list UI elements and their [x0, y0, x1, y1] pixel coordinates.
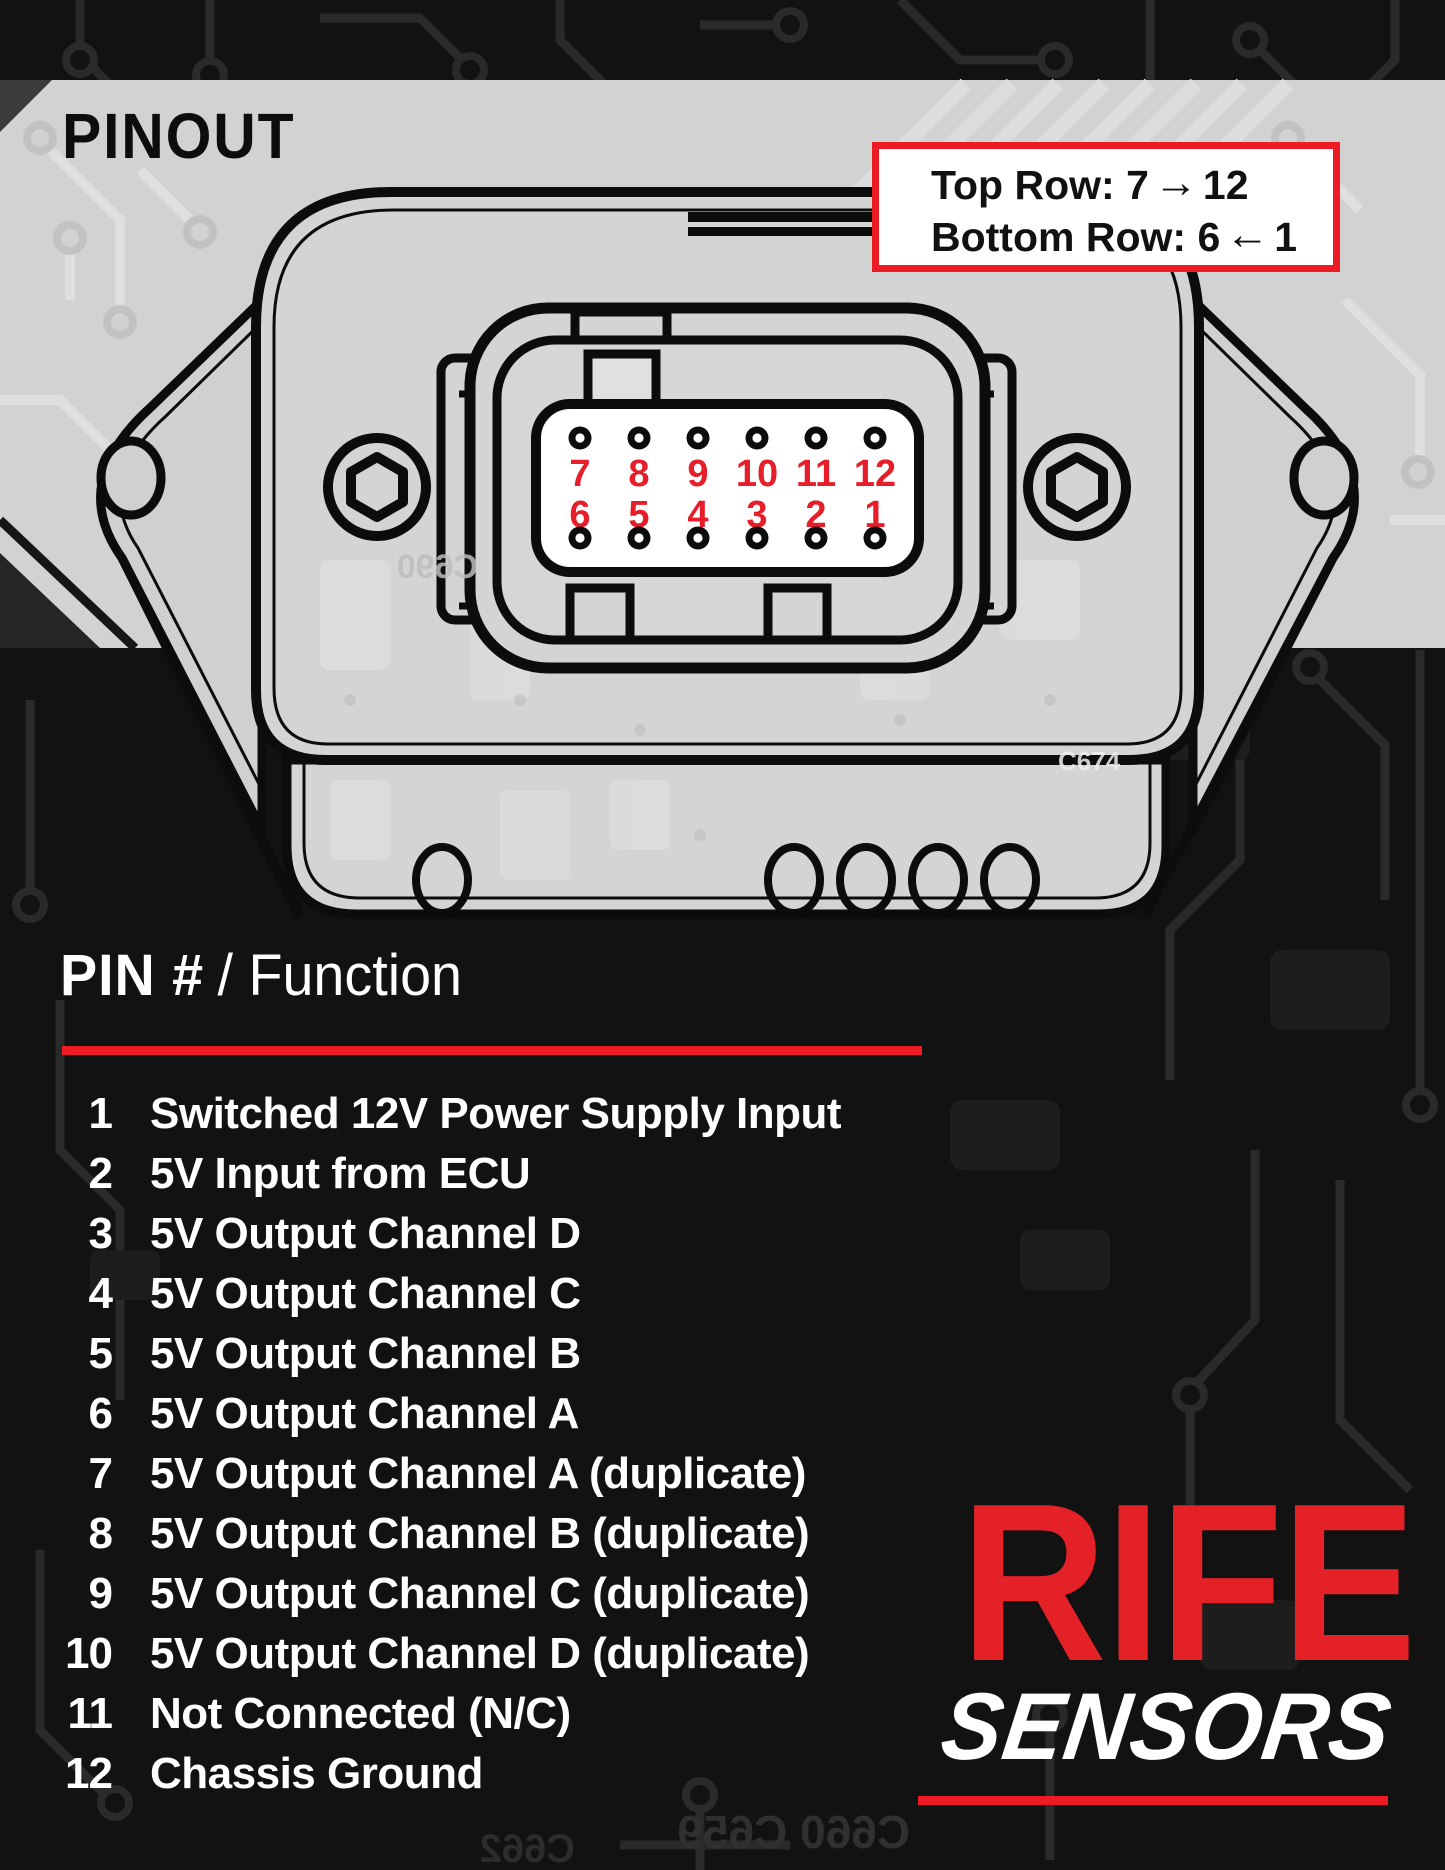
pin-row: 8 5V Output Channel B (duplicate): [60, 1506, 960, 1566]
left-flange: [96, 295, 305, 919]
bottom-row-from: 6: [1197, 214, 1221, 260]
left-hex-bolt: [323, 433, 431, 541]
silkscreen-c660-c659: C660 C659: [677, 1806, 910, 1858]
heading-underline: [62, 1046, 922, 1055]
logo-underline: [918, 1796, 1388, 1805]
pin-row: 3 5V Output Channel D: [60, 1206, 960, 1266]
pin-number: 3: [88, 1209, 113, 1258]
silkscreen-c662: C662: [479, 1827, 575, 1870]
row-order-note-box: Top Row: 7→12 Bottom Row: 6←1: [872, 142, 1340, 272]
pin-number-1: 1: [864, 494, 885, 536]
pin-row: 5 5V Output Channel B: [60, 1326, 960, 1386]
pin-function-list: 1 Switched 12V Power Supply Input 2 5V Inp…: [60, 1086, 960, 1806]
logo-brand-text: RIFE: [960, 1456, 1417, 1708]
pin-numbers-top-row: 7 8 9 10 11 12: [569, 453, 896, 495]
bottom-row-to: 1: [1274, 214, 1298, 260]
silkscreen-labels: C690 C674 C660 C659 C662: [397, 548, 1121, 1870]
pin-number: 11: [67, 1689, 113, 1738]
connector-bottom-tab-right: [763, 583, 832, 645]
double-trace-bar: [688, 212, 872, 236]
pin-number: 8: [88, 1509, 113, 1558]
pin-row: 2 5V Input from ECU: [60, 1146, 960, 1206]
dark-circuit-traces: [25, 0, 1425, 1870]
pin-row: 6 5V Output Channel A: [60, 1386, 960, 1446]
connector-top-key-tab: [583, 349, 661, 411]
pin-function: 5V Output Channel A (duplicate): [150, 1449, 806, 1498]
top-row-from: 7: [1126, 162, 1149, 208]
silkscreen-c674: C674: [1058, 746, 1121, 776]
pin-function: 5V Output Channel D (duplicate): [150, 1629, 810, 1678]
pin-row: 7 5V Output Channel A (duplicate): [60, 1446, 960, 1506]
pin-number-6: 6: [569, 494, 590, 536]
band-dark-wedge-bottom-left: [0, 553, 100, 648]
pin-number-8: 8: [628, 453, 649, 495]
band-dark-wedge-top-left: [0, 80, 52, 132]
right-mount-hole: [1289, 436, 1359, 520]
pin-number: 7: [88, 1449, 113, 1498]
section-heading-light: / Function: [217, 943, 463, 1008]
pin-function: Not Connected (N/C): [150, 1689, 571, 1738]
pin-function: 5V Output Channel A: [150, 1389, 579, 1438]
top-row-note: Top Row: 7→12: [931, 158, 1333, 211]
pin-function: 5V Output Channel C: [150, 1269, 581, 1318]
logo-word-text: SENSORS: [935, 1674, 1398, 1780]
bottom-row-note: Bottom Row: 6←1: [931, 210, 1333, 263]
pin-number-3: 3: [746, 494, 767, 536]
pin-number-12: 12: [854, 453, 896, 495]
pin-number-7: 7: [569, 453, 590, 495]
pin-number-9: 9: [687, 453, 708, 495]
pin-row: 10 5V Output Channel D (duplicate): [60, 1626, 960, 1686]
top-row-label: Top Row:: [931, 162, 1115, 208]
pin-numbers-bottom-row: 6 5 4 3 2 1: [569, 494, 885, 536]
bottom-row-label: Bottom Row:: [931, 214, 1187, 260]
pin-number-4: 4: [687, 494, 708, 536]
pin-number: 2: [88, 1149, 113, 1198]
body-dot-texture: [344, 694, 1056, 841]
pin-function: 5V Input from ECU: [150, 1149, 531, 1198]
right-flange: [1141, 295, 1359, 919]
connector-bottom-tab-left: [565, 583, 635, 645]
pin-number: 1: [88, 1089, 113, 1138]
pin-number-5: 5: [628, 494, 649, 536]
pin-row: 11 Not Connected (N/C): [60, 1686, 960, 1746]
pin-row: 12 Chassis Ground: [60, 1746, 960, 1806]
pin-number-10: 10: [736, 453, 778, 495]
bottom-vent-holes: [412, 843, 1040, 917]
pin-sockets-bottom-row: [568, 526, 887, 550]
pin-number-11: 11: [796, 453, 836, 495]
section-heading: PIN #/ Function: [60, 944, 462, 1008]
top-row-to: 12: [1202, 162, 1249, 208]
pin-row: 9 5V Output Channel C (duplicate): [60, 1566, 960, 1626]
pin-number: 5: [88, 1329, 113, 1378]
pin-number: 9: [88, 1569, 113, 1618]
pin-number: 12: [65, 1749, 113, 1798]
brand-logo: RIFE SENSORS: [935, 1456, 1417, 1781]
left-arrow-icon: ←: [1225, 210, 1270, 259]
silkscreen-c690: C690: [397, 548, 478, 586]
page-title: PINOUT: [62, 100, 296, 172]
left-mount-hole: [96, 436, 166, 520]
right-arrow-icon: →: [1153, 158, 1198, 207]
pin-row: 4 5V Output Channel C: [60, 1266, 960, 1326]
pin-function: Switched 12V Power Supply Input: [150, 1089, 842, 1138]
right-hex-bolt: [1023, 433, 1131, 541]
pin-function: 5V Output Channel B: [150, 1329, 581, 1378]
pin-function: 5V Output Channel C (duplicate): [150, 1569, 810, 1618]
section-heading-strong: PIN #: [60, 943, 205, 1008]
pin-function: Chassis Ground: [150, 1749, 483, 1798]
pin-sockets-top-row: [568, 426, 887, 450]
pin-number: 10: [65, 1629, 113, 1678]
sensor-device: 7 8 9 10 11 12 6 5 4 3 2 1: [96, 187, 1359, 919]
pin-row: 1 Switched 12V Power Supply Input: [60, 1086, 960, 1146]
pin-number: 6: [88, 1389, 113, 1438]
pin-number-2: 2: [805, 494, 826, 536]
pin-number: 4: [88, 1269, 113, 1318]
pin-function: 5V Output Channel B (duplicate): [150, 1509, 810, 1558]
band-dark-line-bottom-left: [0, 516, 139, 652]
pin-function: 5V Output Channel D: [150, 1209, 581, 1258]
